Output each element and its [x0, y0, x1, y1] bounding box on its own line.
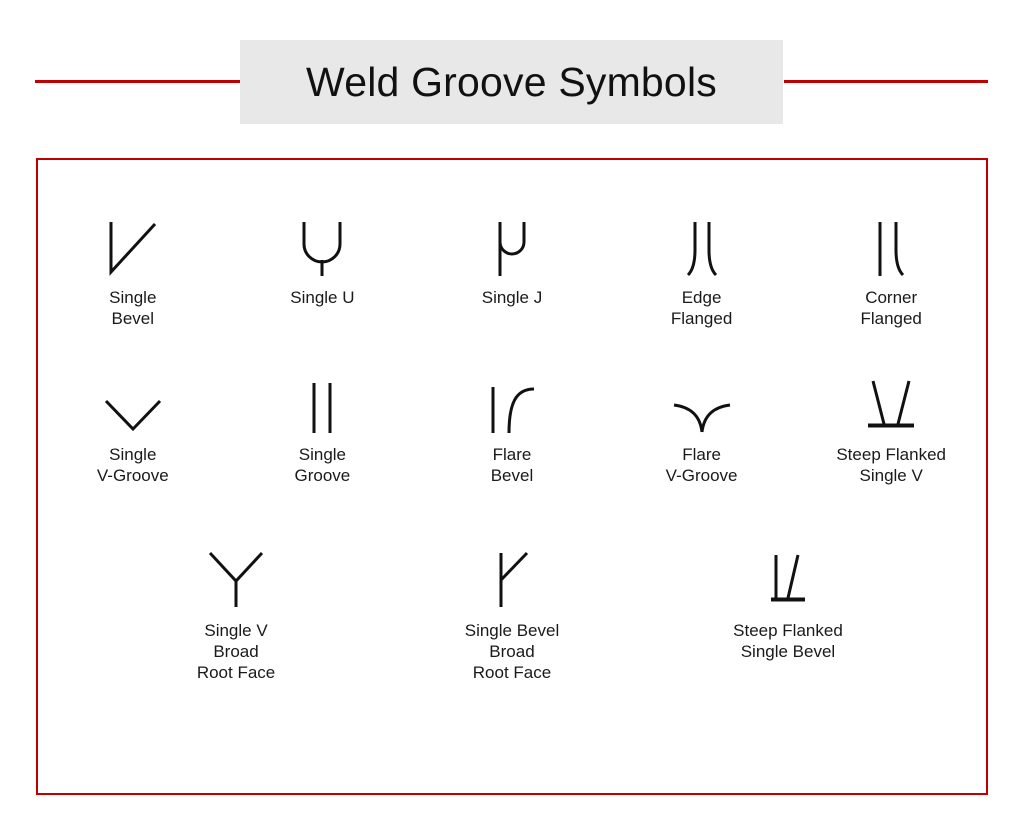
single-bevel-broad-root-face-icon — [493, 535, 531, 609]
symbol-cell-steep-flanked-single-v: Steep Flanked Single V — [796, 365, 986, 486]
symbol-cell-flare-bevel: Flare Bevel — [417, 365, 607, 486]
symbol-cell-single-bevel: Single Bevel — [38, 208, 228, 329]
symbol-label-single-bevel: Single Bevel — [109, 288, 157, 328]
title-rule-right — [784, 80, 988, 83]
symbol-cell-single-v-broad-root-face: Single V Broad Root Face — [98, 535, 374, 683]
symbol-row-3: Single V Broad Root Face Single Bevel Bro… — [38, 535, 986, 683]
symbol-label-single-j: Single J — [481, 288, 543, 307]
symbol-label-flare-v-groove: Flare V-Groove — [665, 445, 738, 485]
flare-v-groove-icon — [670, 365, 734, 435]
symbol-cell-single-u: Single U — [228, 208, 418, 329]
single-j-icon — [495, 208, 529, 278]
symbol-row-2: Single V-Groove Single Groove Flare Bevel F… — [38, 365, 986, 486]
title-band: Weld Groove Symbols — [0, 40, 1024, 124]
symbol-row-1: Single Bevel Single U Single J Edge Flanged… — [38, 208, 986, 329]
symbol-label-flare-bevel: Flare Bevel — [490, 445, 534, 485]
corner-flanged-icon — [874, 208, 908, 278]
symbol-cell-single-groove: Single Groove — [228, 365, 418, 486]
single-bevel-icon — [105, 208, 161, 278]
symbol-label-single-v-groove: Single V-Groove — [96, 445, 169, 485]
symbol-label-steep-flanked-single-v: Steep Flanked Single V — [836, 445, 946, 485]
symbol-label-single-v-broad-root-face: Single V Broad Root Face — [196, 621, 276, 682]
title-rule-left — [35, 80, 242, 83]
single-groove-icon — [307, 365, 337, 435]
title-plate: Weld Groove Symbols — [240, 40, 783, 124]
symbol-label-steep-flanked-single-bevel: Steep Flanked Single Bevel — [733, 621, 843, 661]
symbol-cell-single-j: Single J — [417, 208, 607, 329]
symbol-cell-single-v-groove: Single V-Groove — [38, 365, 228, 486]
symbol-frame: Single Bevel Single U Single J Edge Flanged… — [36, 158, 988, 795]
edge-flanged-icon — [682, 208, 722, 278]
flare-bevel-icon — [488, 365, 536, 435]
symbol-label-single-bevel-broad-root-face: Single Bevel Broad Root Face — [464, 621, 560, 682]
single-u-icon — [299, 208, 345, 278]
single-v-groove-icon — [102, 365, 164, 435]
symbol-cell-single-bevel-broad-root-face: Single Bevel Broad Root Face — [374, 535, 650, 683]
steep-flanked-single-v-icon — [860, 365, 922, 435]
symbol-cell-corner-flanged: Corner Flanged — [796, 208, 986, 329]
single-v-broad-root-face-icon — [205, 535, 267, 609]
symbol-cell-flare-v-groove: Flare V-Groove — [607, 365, 797, 486]
symbol-cell-steep-flanked-single-bevel: Steep Flanked Single Bevel — [650, 535, 926, 683]
symbol-label-single-groove: Single Groove — [294, 445, 351, 485]
symbol-label-corner-flanged: Corner Flanged — [860, 288, 922, 328]
steep-flanked-single-bevel-icon — [766, 535, 810, 609]
symbol-label-single-u: Single U — [290, 288, 355, 307]
page-title: Weld Groove Symbols — [306, 58, 717, 105]
symbol-cell-edge-flanged: Edge Flanged — [607, 208, 797, 329]
symbol-label-edge-flanged: Edge Flanged — [670, 288, 733, 328]
